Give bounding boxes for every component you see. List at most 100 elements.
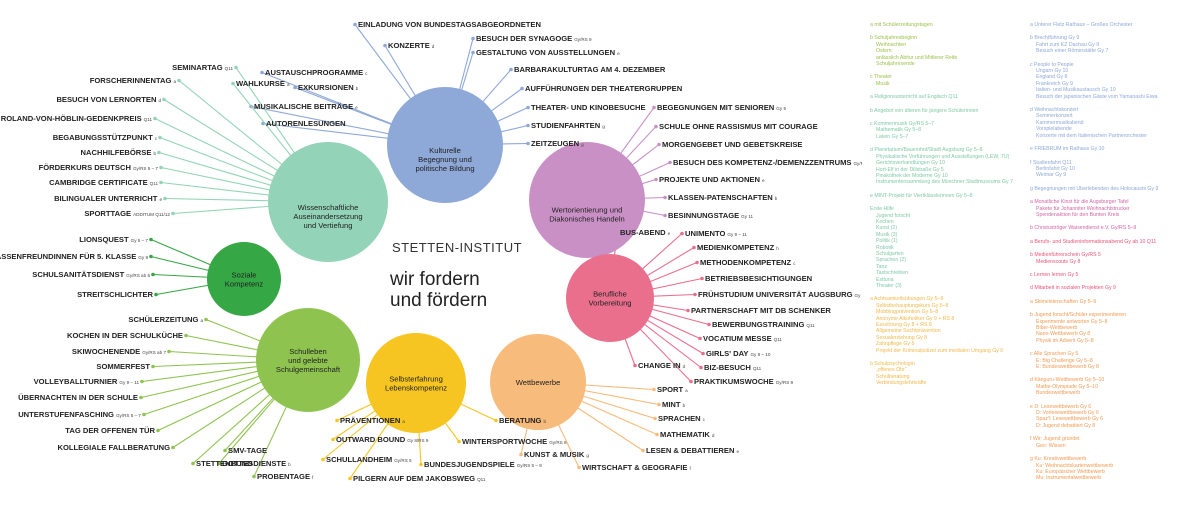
spoke-dot <box>162 97 166 102</box>
footnote-line: Geo: Wissen <box>1036 442 1066 449</box>
footnote-line: c Theater <box>870 74 892 81</box>
spoke-dot <box>680 231 684 236</box>
slogan-line-1: wir fordern <box>389 269 480 290</box>
footnotes-column-right: a Unterer Fletz Rathaus – Großes Orchest… <box>1030 22 1192 489</box>
spoke-label-text: BUNDESJUGENDSPIELE <box>424 460 515 469</box>
spoke-label-qualifier: e <box>668 231 671 236</box>
spoke-label-qualifier: c <box>703 417 706 422</box>
footnote-line: Musik (3) <box>876 231 898 238</box>
spoke-label-qualifier: c <box>365 71 368 76</box>
spoke-label-text: SMV-TAGE <box>228 446 267 455</box>
spoke-label-qualifier: b <box>153 151 156 156</box>
spoke-dot <box>641 448 645 453</box>
footnote-line: Fahrt zum KZ Dachau Gy 9 <box>1036 41 1100 48</box>
spoke-label: MORGENGEBET UND GEBETSKREISE <box>662 140 803 149</box>
footnote-line: a Berufs- und Studieninformationsabend G… <box>1030 238 1157 245</box>
spoke-label-text: PROJEKTE UND AKTIONEN <box>659 175 760 184</box>
footnote-line: Kammermusikabend <box>1036 119 1084 126</box>
spoke-label-qualifier: a <box>200 318 203 323</box>
hub-label: Begegnung und <box>418 155 472 164</box>
spoke-label-text: BILINGUALER UNTERRICHT <box>54 194 158 203</box>
footnote-line: c Alle Sprachen Gy 5 <box>1030 351 1079 358</box>
spoke-label-qualifier: Gy 5 <box>776 106 786 111</box>
spoke-dot <box>700 276 704 281</box>
spoke-dot <box>252 474 256 479</box>
footnote-line: Mathe-Olympiade Gy 5–10 <box>1036 383 1098 390</box>
spoke-label-text: SPRACHEN <box>658 414 701 423</box>
hub-wettbewerbe <box>490 334 586 430</box>
spoke-label-qualifier: g <box>581 142 584 147</box>
spoke-label-qualifier: f <box>312 475 314 480</box>
spoke-label-text: UNIMENTO <box>685 229 725 238</box>
footnote-line: Schuljahresende <box>876 61 915 68</box>
hub-label: Schulleben <box>289 347 327 356</box>
spoke-label-qualifier: Q11 <box>225 66 234 71</box>
spoke-dot <box>151 364 155 369</box>
hub-label: Vorbereitung <box>588 299 631 308</box>
spoke-label-text: AUSTAUSCHPROGRAMME <box>265 68 363 77</box>
spoke-label-qualifier: Gy/RS ab 5 <box>126 273 150 278</box>
spoke-label-qualifier: b <box>683 403 686 408</box>
spoke-label-qualifier: d <box>158 98 161 103</box>
footnote-line: c Kommermusik Gy/RS 5–7 <box>870 121 934 128</box>
spoke-label-qualifier: Q11 <box>774 337 783 342</box>
footnote-group: b Jugend forscht/Schüler experimentieren… <box>1030 312 1192 344</box>
footnote-line: Italien- und Musikaustausch Gy 10 <box>1036 87 1116 94</box>
spoke-label-qualifier: Gy 8 – 10 <box>750 352 770 357</box>
footnote-line: c People to People <box>1030 61 1074 68</box>
spoke-dot <box>293 85 297 90</box>
hub-label: Kompetenz <box>225 280 264 289</box>
spoke-label-text: BESUCH DER SYNAGOGE <box>476 34 572 43</box>
spoke-label-text: AUTORENLESUNGEN <box>266 119 346 128</box>
spoke-dot <box>234 65 238 70</box>
spoke-dot <box>686 308 690 313</box>
spoke-label-text: PRÄVENTIONEN <box>340 416 400 425</box>
footnote-line: Biber-Wettbewerb <box>1036 325 1078 331</box>
spoke-dot <box>151 272 155 277</box>
footnote-line: Robotik <box>876 244 894 251</box>
spoke-label-qualifier: e <box>617 51 620 56</box>
spoke-label-text: OUTWARD BOUND <box>336 435 406 444</box>
spoke-label-text: LESEN & DEBATTIEREN <box>646 446 734 455</box>
spoke-dot <box>231 81 235 86</box>
spoke-label-text: BEGABUNGSSTÜTZPUNKT <box>53 133 153 142</box>
footnote-group: b Schulpsychologin„offenes Ohr“Schulbera… <box>870 361 1032 387</box>
spoke-label-text: MATHEMATIK <box>660 430 710 439</box>
footnote-group: g Begegnungen mit Überlebenden des Holoc… <box>1030 186 1192 192</box>
spoke-dot <box>159 165 163 170</box>
spoke-label-qualifier: Gy 9 <box>138 255 148 260</box>
spoke-dot <box>526 105 530 110</box>
footnote-line: E: Big Challenge Gy 5–8 <box>1036 357 1093 364</box>
spoke-dot <box>471 36 475 41</box>
spoke-dot <box>657 142 661 147</box>
spoke-label-text: ÜBERNACHTEN IN DER SCHULE <box>18 393 138 402</box>
spoke-dot <box>331 437 335 442</box>
spoke-dot <box>321 457 325 462</box>
spoke-label-qualifier: Gy/RS 5 – 7 <box>133 166 158 171</box>
spoke-label-text: SCHULSANITÄTSDIENST <box>32 270 124 279</box>
spoke-dot <box>177 78 181 83</box>
hub-label: Auseinandersetzung <box>293 212 362 221</box>
spoke-dot <box>699 365 703 370</box>
hub-label: Kulturelle <box>429 146 461 155</box>
